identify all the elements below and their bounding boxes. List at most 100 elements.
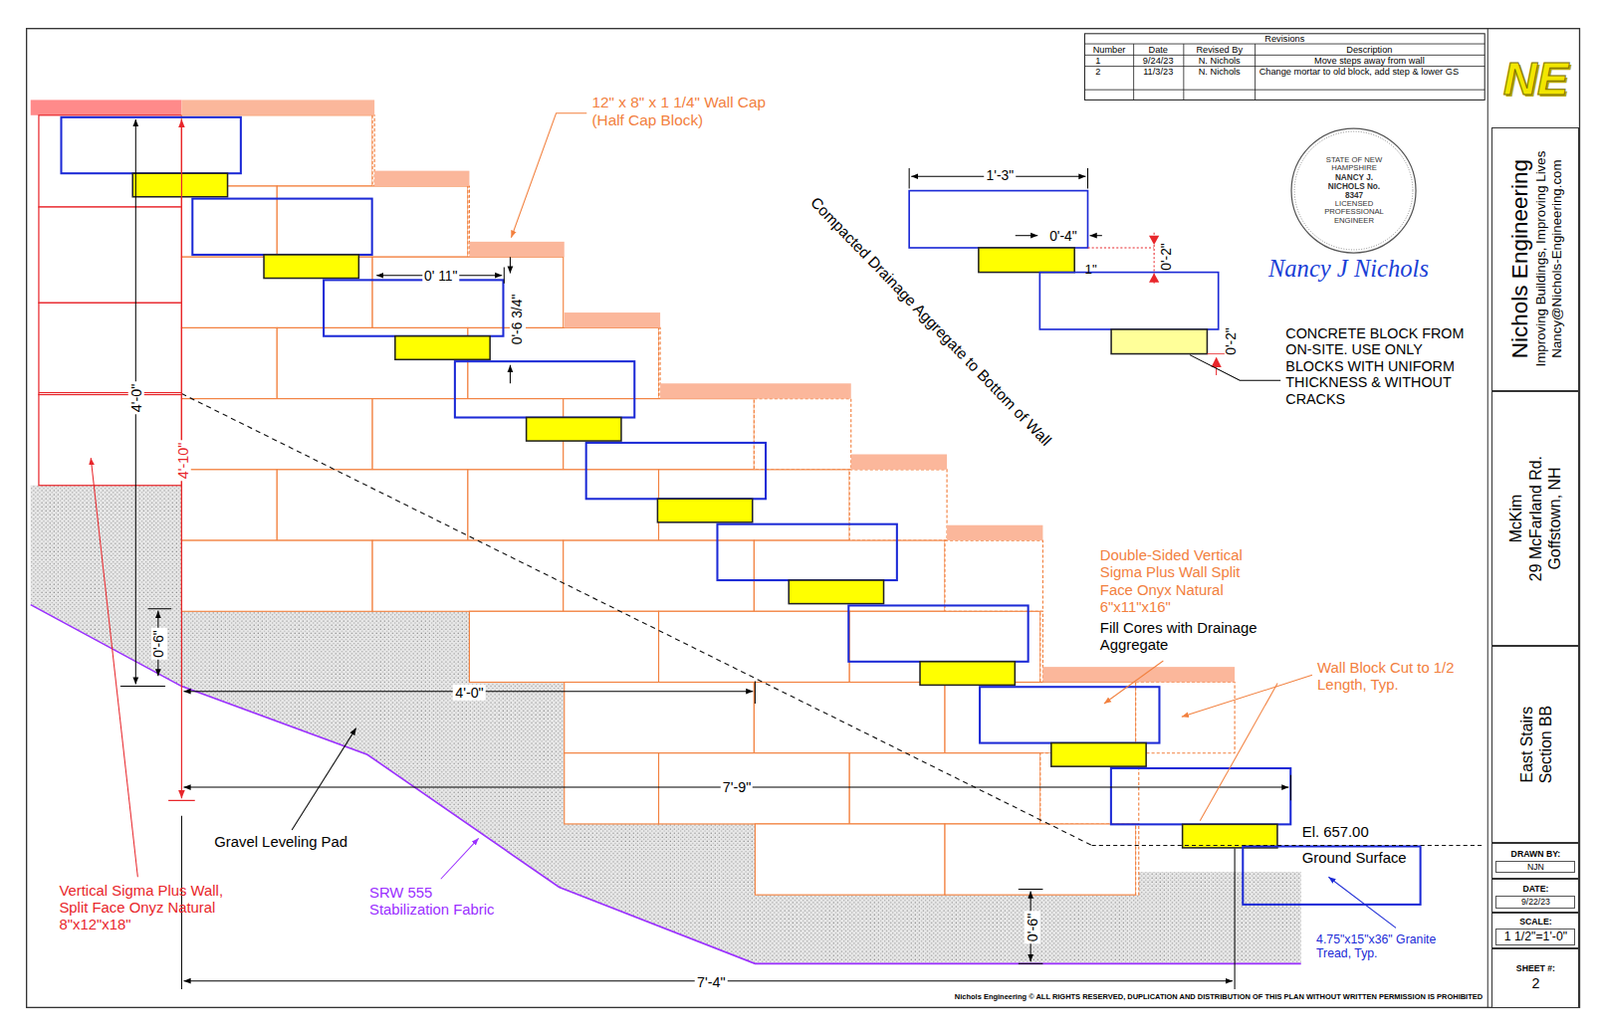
dimension-label: 0'-4" xyxy=(1047,228,1080,245)
wall-cap xyxy=(946,525,1043,541)
stabilization-fabric xyxy=(30,605,1302,965)
concrete-block xyxy=(263,254,359,279)
scale-cell: SCALE:1 1/2"=1'-0" xyxy=(1491,913,1580,949)
drainage-limit-line xyxy=(181,394,1092,847)
cell-value: 9/22/23 xyxy=(1495,896,1576,909)
table-column-line xyxy=(1254,43,1256,100)
stamp-ring xyxy=(1295,131,1414,250)
granite-tread xyxy=(848,605,1028,662)
wall-block xyxy=(467,469,660,541)
wall-joint xyxy=(38,392,182,394)
table-cell: N. Nichols xyxy=(1198,66,1241,78)
granite-tread xyxy=(586,443,766,499)
granite-tread xyxy=(323,279,503,336)
wall-cap xyxy=(181,99,375,115)
granite-tread xyxy=(192,199,372,255)
cell-value: NJN xyxy=(1495,861,1576,874)
revision-table xyxy=(1084,33,1485,101)
granite-tread xyxy=(1039,272,1218,330)
concrete-block xyxy=(1182,824,1278,849)
callout-note: Wall Block Cut to 1/2 Length, Typ. xyxy=(1317,660,1481,694)
cut-wall-block xyxy=(372,115,375,187)
cut-wall-block xyxy=(1136,824,1140,896)
dimension-arrow xyxy=(1148,235,1159,245)
dimension-label: 7'-9" xyxy=(720,779,754,796)
concrete-block xyxy=(132,173,228,198)
company-logo: NE xyxy=(1503,51,1569,106)
cell-heading: SCALE: xyxy=(1519,916,1552,927)
wall-block xyxy=(659,753,851,825)
wall-block xyxy=(753,683,945,754)
wall-block xyxy=(564,683,755,754)
cell-value: 1 1/2"=1'-0" xyxy=(1495,928,1576,946)
extension-line xyxy=(1018,963,1044,965)
extension-line xyxy=(168,800,196,802)
elevation-label: El. 657.00 xyxy=(1302,824,1370,842)
title-text: East Stairs xyxy=(1516,705,1536,783)
dimension-label: 0'-6" xyxy=(151,628,168,661)
wall-cap xyxy=(660,383,852,399)
title-text: Nichols Engineering xyxy=(1506,159,1534,359)
table-cell: Revisions xyxy=(1264,33,1305,45)
cell-heading: DATE: xyxy=(1522,884,1549,895)
title-text: McKim xyxy=(1507,493,1527,543)
wall-cap xyxy=(564,312,661,328)
callout-note: Fill Cores with Drainage Aggregate xyxy=(1100,620,1264,655)
text-stack: McKim29 McFarland Rd.Goffstown, NH xyxy=(1493,395,1578,643)
wall-block xyxy=(467,327,660,399)
concrete-block xyxy=(526,418,622,443)
leader-line xyxy=(1328,877,1396,928)
cell-heading: DRAWN BY: xyxy=(1511,849,1562,860)
table-cell: 11/3/23 xyxy=(1142,66,1173,78)
dimension-arrow xyxy=(1148,273,1159,283)
concrete-block xyxy=(395,336,490,361)
callout-note: SRW 555 Stabilization Fabric xyxy=(369,885,515,919)
sheet-border xyxy=(26,28,1581,1009)
table-cell: Move steps away from wall xyxy=(1314,55,1425,67)
wall-block xyxy=(38,302,182,395)
table-column-line xyxy=(1133,43,1135,100)
table-row-line xyxy=(1084,43,1485,45)
dimension-label: 1" xyxy=(1085,261,1098,277)
wall-block xyxy=(372,256,564,328)
extension-line xyxy=(1290,775,1292,802)
callout-note: Vertical Sigma Plus Wall, Split Face Ony… xyxy=(58,883,230,934)
engineer-signature: Nancy J Nichols xyxy=(1268,254,1429,283)
leader-line xyxy=(510,113,587,238)
text-stack: Nichols EngineeringImproving Buildings, … xyxy=(1493,131,1578,387)
dimension-label: 0'-6 3/4" xyxy=(509,291,526,347)
dimension-line xyxy=(1090,234,1103,236)
dimension-extension xyxy=(1088,246,1155,248)
extension-line xyxy=(754,681,756,704)
wall-block xyxy=(753,540,945,612)
granite-tread xyxy=(1111,768,1291,825)
cell-value: 2 xyxy=(1531,975,1540,993)
dimension-label: 4'-0" xyxy=(128,381,145,415)
leader-line xyxy=(441,838,479,880)
granite-tread xyxy=(909,191,1088,248)
cut-wall-block xyxy=(659,327,662,399)
leader-line xyxy=(291,728,357,831)
extension-line xyxy=(1234,849,1236,990)
wall-block xyxy=(944,824,1137,896)
extension-line xyxy=(909,168,911,189)
dimension-label: 0' 11" xyxy=(422,268,459,285)
wall-block xyxy=(563,540,755,612)
dimension-line xyxy=(509,365,511,384)
concrete-block xyxy=(919,662,1015,686)
dimension-label: 4'-10" xyxy=(175,441,192,482)
title-text: 29 McFarland Rd. xyxy=(1526,456,1546,582)
concrete-block xyxy=(788,580,884,605)
title-column-line xyxy=(1487,28,1489,1009)
leader-line xyxy=(1189,355,1281,382)
wall-block xyxy=(849,753,1041,825)
sheet-title-panel: East StairsSection BB xyxy=(1491,646,1580,844)
dimension-line xyxy=(509,256,511,273)
wall-block xyxy=(276,469,468,541)
leader-line xyxy=(1181,675,1313,717)
text-stack: DATE:9/22/23 xyxy=(1492,880,1579,913)
text-stack: SHEET #:2 xyxy=(1492,949,1579,1007)
dimension-label: 0'-6" xyxy=(1024,911,1041,944)
callout-note: 12" x 8" x 1 1/4" Wall Cap (Half Cap Blo… xyxy=(591,93,791,129)
cut-wall-block xyxy=(944,540,1043,612)
